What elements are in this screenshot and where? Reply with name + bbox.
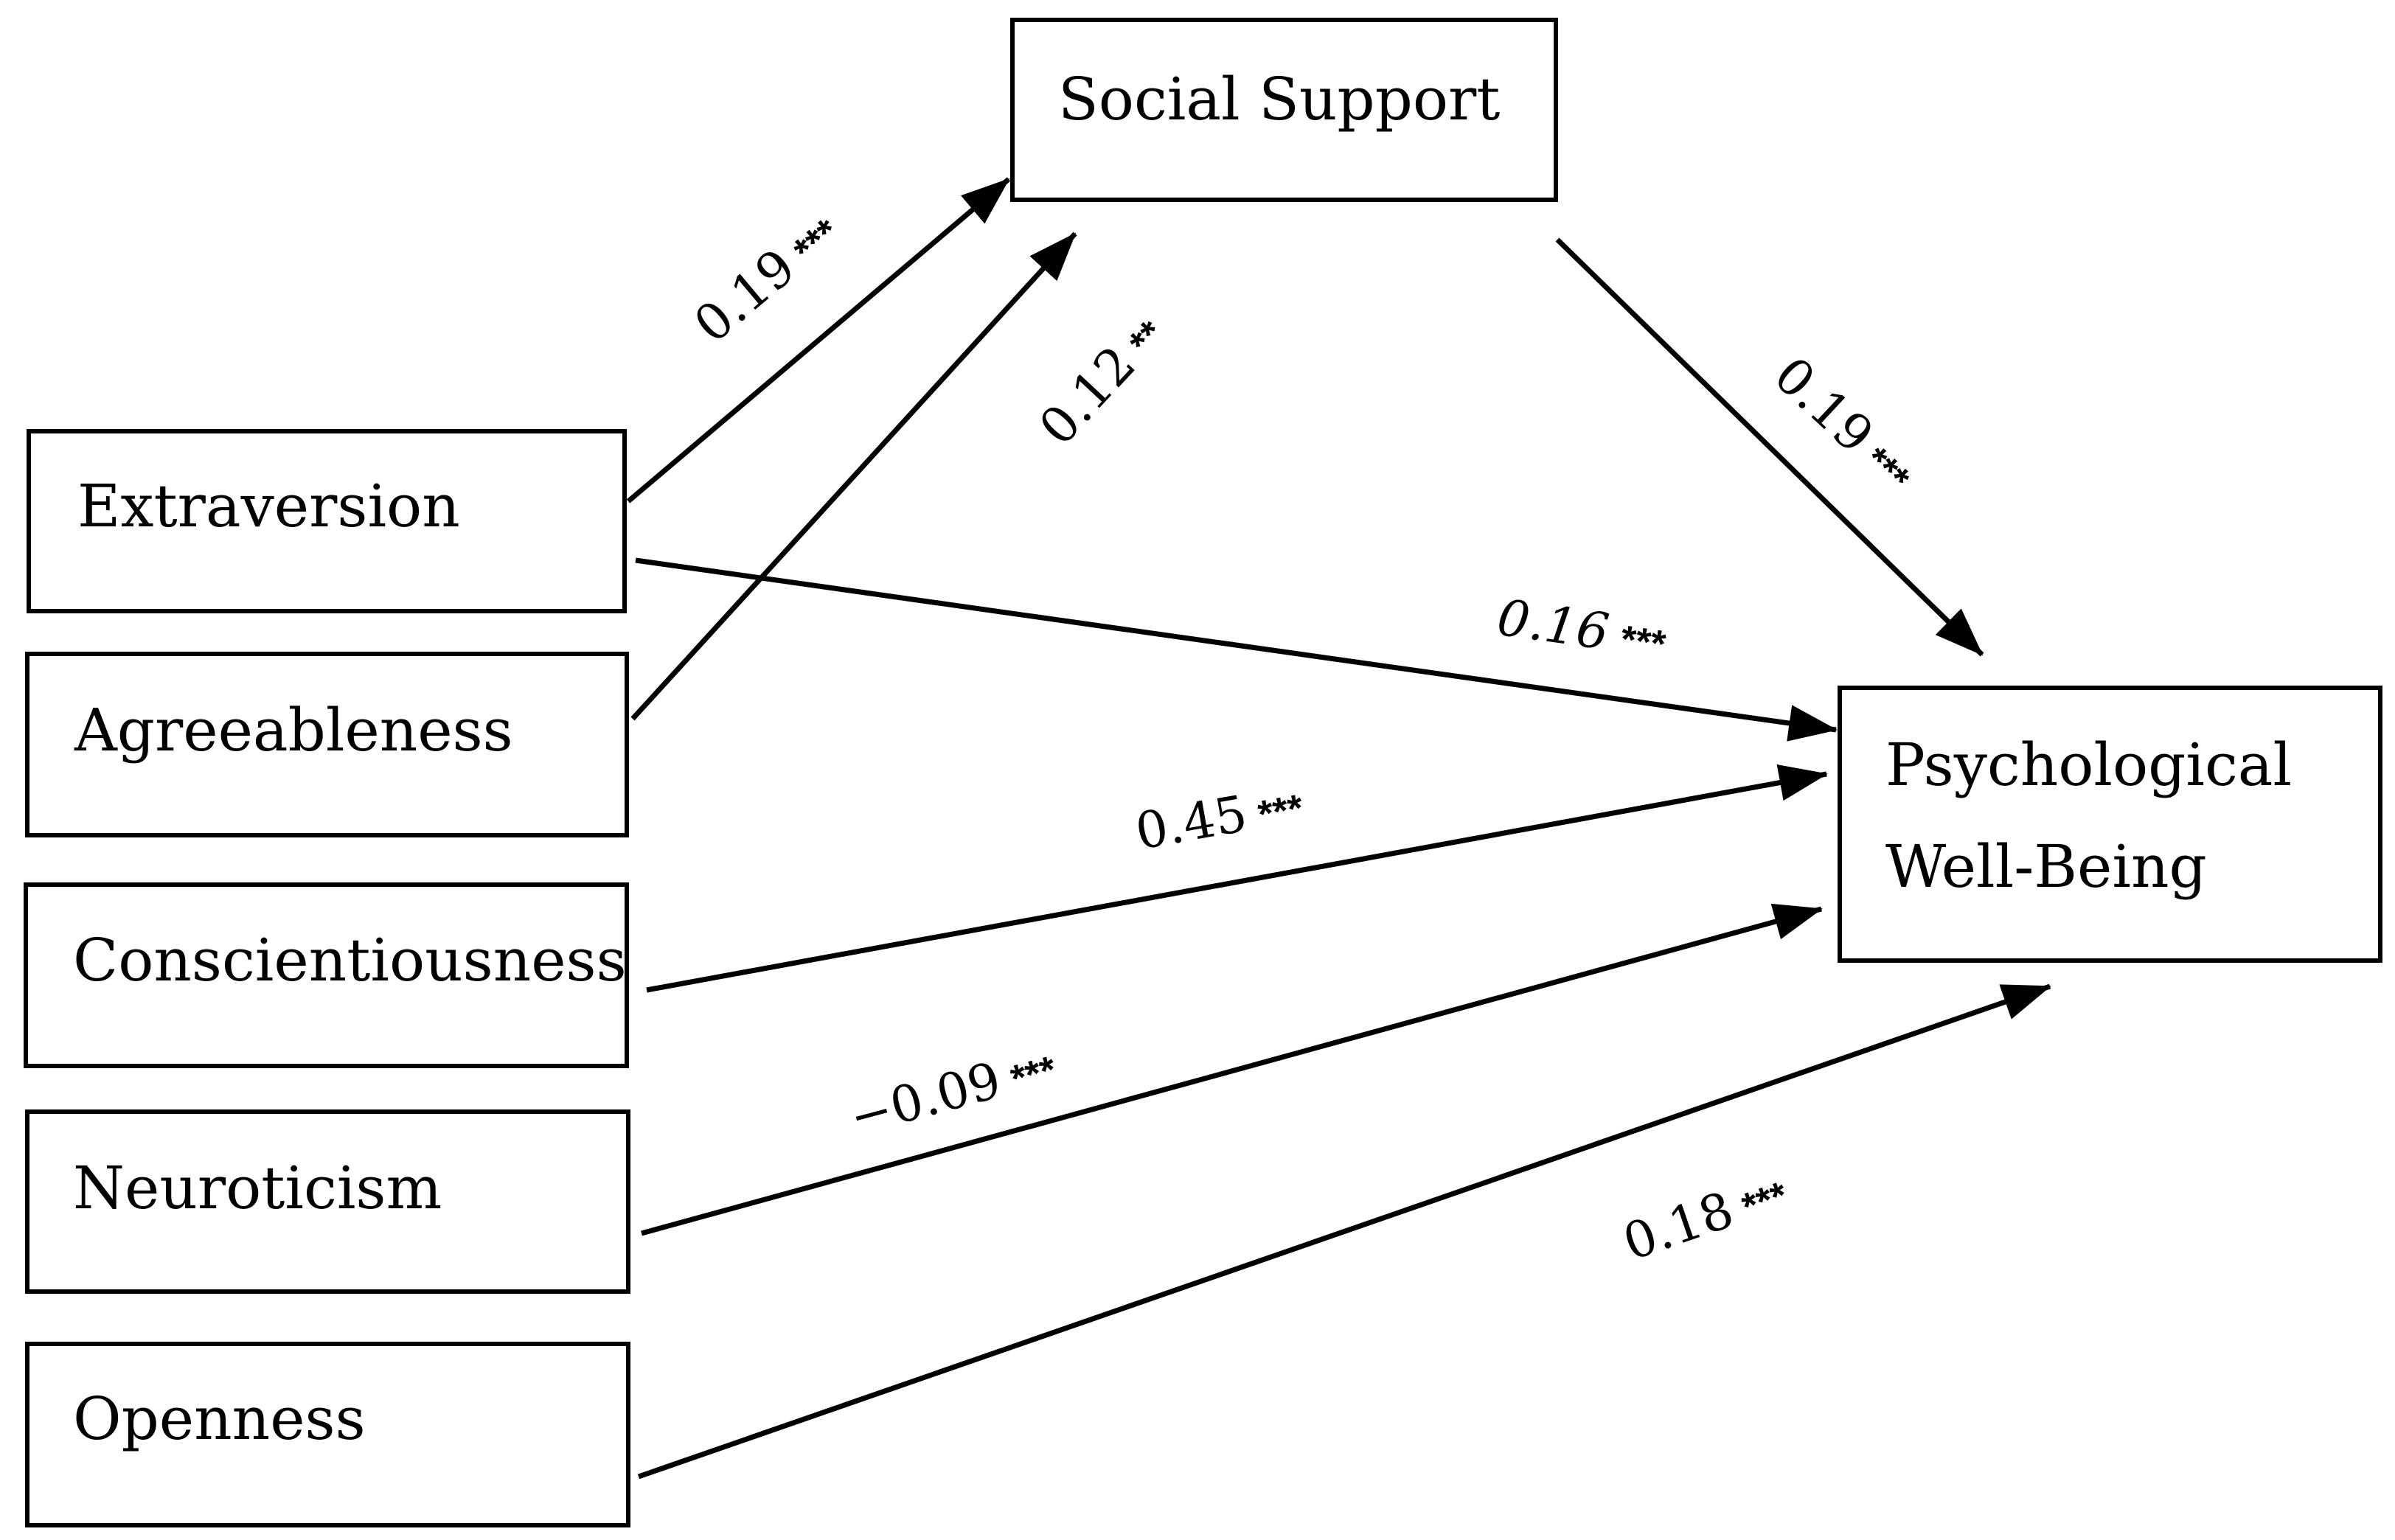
coef-extraversion-to-wellbeing: 0.16***: [1494, 589, 1671, 670]
node-label-wellbeing-line1: Psychological: [1885, 731, 2292, 799]
node-label-agreeableness: Agreeableness: [74, 696, 513, 764]
arrow-conscientiousness-to-wellbeing: [646, 764, 1828, 993]
arrow-extraversion-to-support: [626, 177, 1011, 504]
node-label-wellbeing-line2: Well-Being: [1885, 832, 2207, 901]
node-psychological-well-being: Psychological Well-Being: [1838, 686, 2382, 963]
arrow-extraversion-to-wellbeing: [635, 557, 1838, 742]
coef-neuroticism-to-wellbeing: −0.09***: [844, 1036, 1063, 1147]
coef-openness-to-wellbeing: 0.18***: [1616, 1163, 1795, 1272]
node-label-social-support: Social Support: [1058, 65, 1500, 133]
node-label-extraversion: Extraversion: [77, 472, 460, 540]
node-openness: Openness: [25, 1342, 630, 1527]
node-conscientiousness: Conscientiousness: [24, 882, 629, 1068]
arrow-neuroticism-to-wellbeing: [641, 903, 1823, 1236]
node-extraversion: Extraversion: [27, 429, 627, 613]
node-agreeableness: Agreeableness: [25, 652, 629, 837]
coef-agreeableness-to-support: 0.12**: [1029, 304, 1176, 456]
coef-support-to-wellbeing: 0.19***: [1762, 346, 1925, 504]
node-neuroticism: Neuroticism: [25, 1109, 630, 1294]
node-label-conscientiousness: Conscientiousness: [73, 926, 627, 994]
node-label-neuroticism: Neuroticism: [73, 1154, 442, 1222]
node-social-support: Social Support: [1010, 18, 1558, 202]
coef-conscientiousness-to-wellbeing: 0.45***: [1131, 775, 1307, 862]
arrow-openness-to-wellbeing: [637, 983, 2051, 1480]
node-label-openness: Openness: [73, 1384, 366, 1453]
arrow-support-to-wellbeing: [1555, 237, 1984, 657]
arrow-agreeableness-to-support: [630, 231, 1077, 721]
